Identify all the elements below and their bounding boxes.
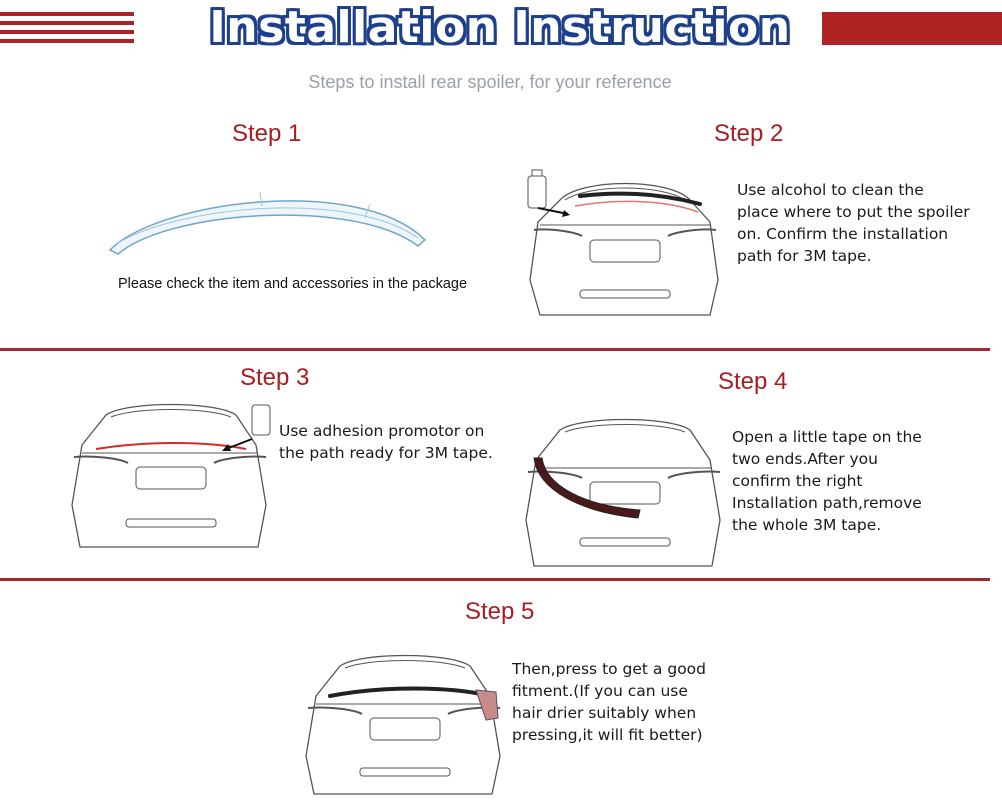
page-subtitle: Steps to install rear spoiler, for your … <box>308 72 672 92</box>
step-5-description: Then,press to get a good fitment.(If you… <box>512 660 706 744</box>
step-2-title: Step 2 <box>714 120 784 147</box>
car-rear-step-4-icon <box>525 418 721 567</box>
step-1-title: Step 1 <box>232 120 302 147</box>
step-4-title: Step 4 <box>718 368 788 395</box>
step-3-title: Step 3 <box>240 364 310 391</box>
header-stripes-left <box>0 12 134 46</box>
spoiler-illustration <box>108 191 427 255</box>
car-rear-step-2-icon <box>527 169 719 316</box>
step-5-title: Step 5 <box>465 598 535 625</box>
step-3-description: Use adhesion promotor on the path ready … <box>279 422 493 462</box>
car-rear-step-5-icon <box>305 654 501 795</box>
step-4-description: Open a little tape on the two ends.After… <box>732 428 922 534</box>
page-title: Installation Instruction <box>209 2 791 53</box>
section-divider <box>0 578 990 581</box>
step-1-description: Please check the item and accessories in… <box>118 276 468 292</box>
header-bar-right <box>822 12 1002 45</box>
section-divider <box>0 348 990 351</box>
step-2-description: Use alcohol to clean the place where to … <box>737 181 970 265</box>
car-rear-step-3-icon <box>71 403 271 548</box>
